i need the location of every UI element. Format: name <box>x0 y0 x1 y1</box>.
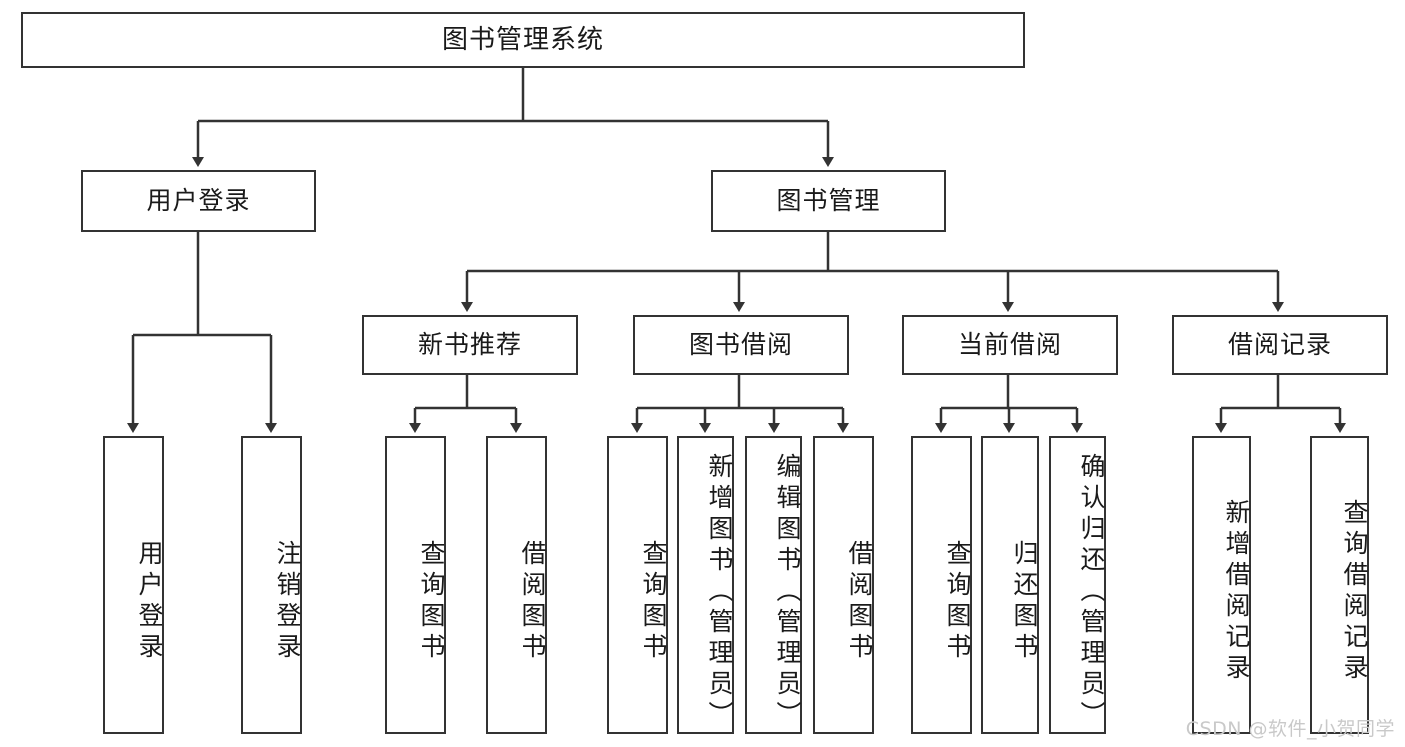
node-new-book-recommend[interactable]: 新书推荐 <box>362 315 578 375</box>
node-leaf-add-record[interactable]: 新增借阅记录 <box>1192 436 1251 734</box>
node-leaf-user-logout-label: 注销登录 <box>273 540 302 664</box>
node-borrow-record-label: 借阅记录 <box>1227 330 1332 360</box>
node-leaf-borrow-book-1-label: 借阅图书 <box>518 540 547 664</box>
node-leaf-query-book-1[interactable]: 查询图书 <box>385 436 446 734</box>
node-leaf-query-book-2-label: 查询图书 <box>639 540 668 664</box>
node-leaf-add-record-label: 新增借阅记录 <box>1222 499 1251 685</box>
node-leaf-query-record-label: 查询借阅记录 <box>1340 499 1369 685</box>
node-leaf-query-book-3-label: 查询图书 <box>943 540 972 664</box>
node-new-book-recommend-label: 新书推荐 <box>417 330 522 360</box>
node-leaf-user-login-label: 用户登录 <box>135 540 164 664</box>
node-leaf-borrow-book-2[interactable]: 借阅图书 <box>813 436 874 734</box>
node-leaf-borrow-book-2-label: 借阅图书 <box>845 540 874 664</box>
node-user-login-label: 用户登录 <box>146 186 251 216</box>
node-leaf-add-book-label: 新增图书（管理员） <box>705 452 734 732</box>
node-leaf-user-login[interactable]: 用户登录 <box>103 436 164 734</box>
node-current-borrow[interactable]: 当前借阅 <box>902 315 1118 375</box>
node-leaf-return-book-label: 归还图书 <box>1010 540 1039 664</box>
watermark: CSDN @软件_小贺同学 <box>1185 718 1395 740</box>
node-book-manage-label: 图书管理 <box>776 186 881 216</box>
node-leaf-edit-book-label: 编辑图书（管理员） <box>773 452 802 732</box>
node-book-manage[interactable]: 图书管理 <box>711 170 946 232</box>
node-borrow-record[interactable]: 借阅记录 <box>1172 315 1388 375</box>
node-leaf-query-book-3[interactable]: 查询图书 <box>911 436 972 734</box>
node-leaf-add-book[interactable]: 新增图书（管理员） <box>677 436 734 734</box>
node-leaf-confirm-return-label: 确认归还（管理员） <box>1077 452 1106 732</box>
node-leaf-user-logout[interactable]: 注销登录 <box>241 436 302 734</box>
node-leaf-confirm-return[interactable]: 确认归还（管理员） <box>1049 436 1106 734</box>
node-leaf-edit-book[interactable]: 编辑图书（管理员） <box>745 436 802 734</box>
node-root[interactable]: 图书管理系统 <box>21 12 1025 68</box>
node-leaf-query-book-1-label: 查询图书 <box>417 540 446 664</box>
node-current-borrow-label: 当前借阅 <box>957 330 1062 360</box>
node-leaf-query-book-2[interactable]: 查询图书 <box>607 436 668 734</box>
node-book-borrow[interactable]: 图书借阅 <box>633 315 849 375</box>
node-leaf-borrow-book-1[interactable]: 借阅图书 <box>486 436 547 734</box>
node-book-borrow-label: 图书借阅 <box>688 330 793 360</box>
node-leaf-return-book[interactable]: 归还图书 <box>981 436 1039 734</box>
node-root-label: 图书管理系统 <box>441 24 604 55</box>
node-user-login[interactable]: 用户登录 <box>81 170 316 232</box>
node-leaf-query-record[interactable]: 查询借阅记录 <box>1310 436 1369 734</box>
